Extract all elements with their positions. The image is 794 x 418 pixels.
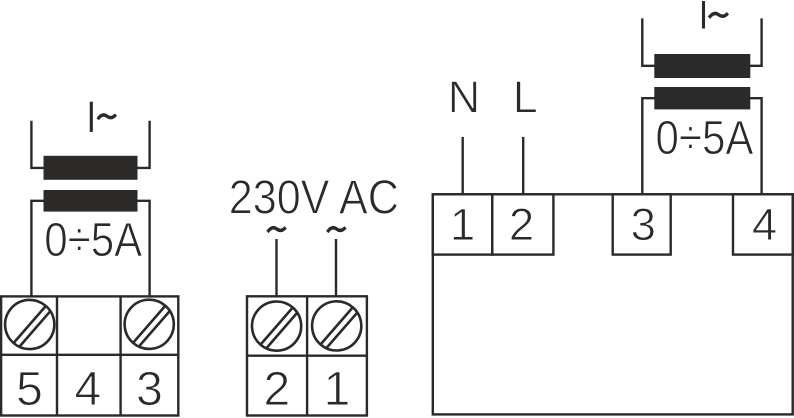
svg-text:L: L: [513, 72, 538, 123]
svg-text:1: 1: [324, 363, 351, 416]
svg-text:230V AC: 230V AC: [229, 172, 399, 225]
svg-text:1: 1: [450, 199, 475, 250]
svg-text:5: 5: [16, 363, 43, 416]
svg-text:2: 2: [509, 199, 534, 250]
svg-text:0÷5A: 0÷5A: [656, 112, 754, 165]
svg-text:3: 3: [631, 199, 656, 250]
svg-text:N: N: [448, 72, 481, 123]
svg-text:4: 4: [752, 199, 777, 250]
svg-text:2: 2: [263, 363, 290, 416]
svg-text:0÷5A: 0÷5A: [44, 214, 142, 267]
svg-text:4: 4: [74, 363, 101, 416]
svg-text:3: 3: [136, 363, 163, 416]
